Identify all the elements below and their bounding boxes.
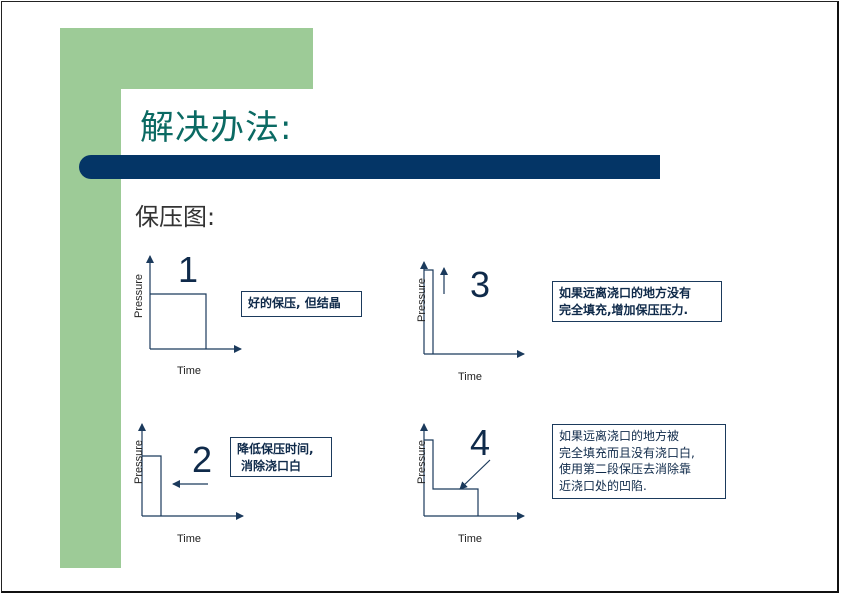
panel-2-note: 降低保压时间, 消除浇口白 [230,437,332,477]
panel-2-note-line-2: 消除浇口白 [241,459,302,473]
slide-subtitle: 保压图: [135,203,216,231]
panel-1-y-label: Pressure [133,274,145,318]
panel-4-diagonal-arrow [459,459,491,490]
panel-1-pressure-curve [150,293,207,349]
panel-2-note-line-1: 降低保压时间, [237,442,314,456]
panel-2-pressure-curve [142,455,162,516]
panel-3-note-line-1: 如果远离浇口的地方没有 [559,286,692,300]
panel-4-pressure-curve [424,439,479,516]
panel-2-y-label: Pressure [133,440,145,484]
panel-3-y-label: Pressure [416,278,428,322]
panel-4-number: 4 [470,422,490,463]
panel-3: Pressure Time 3 [416,261,525,383]
panel-2-number: 2 [192,439,212,480]
panel-1: Pressure Time 1 [133,249,242,377]
panel-3-note-line-2: 完全填充,增加保压压力. [559,303,689,317]
panel-2-x-label: Time [177,533,201,545]
panel-1-note: 好的保压, 但结晶 [241,291,362,317]
green-accent-top [60,28,313,89]
panel-4-note-line-4: 近浇口处的凹陷. [559,478,647,493]
panel-2: Pressure Time 2 [133,423,244,545]
panel-3-pressure-curve [424,269,434,354]
green-accent-bar [60,28,121,568]
panel-3-note: 如果远离浇口的地方没有 完全填充,增加保压压力. [552,281,722,322]
panel-1-note-line-1: 好的保压, 但结晶 [248,296,341,310]
panel-1-x-label: Time [177,365,201,377]
panel-1-number: 1 [178,249,198,290]
panel-4-x-label: Time [458,533,482,545]
panel-4-y-label: Pressure [416,440,428,484]
panel-4-note-line-3: 使用第二段保压去消除靠 [559,462,692,476]
panel-4-note-line-2: 完全填充而且没有浇口白, [559,445,695,460]
panel-4-note-line-1: 如果远离浇口的地方被 [559,429,680,443]
panel-3-x-label: Time [458,371,482,383]
content-corner [121,89,181,149]
panel-4: Pressure Time 4 [416,422,525,545]
panel-3-number: 3 [470,264,490,305]
slide-title: 解决办法: [140,108,293,148]
panel-4-note: 如果远离浇口的地方被 完全填充而且没有浇口白, 使用第二段保压去消除靠 近浇口处… [552,424,726,499]
title-underline-bar [79,155,660,179]
